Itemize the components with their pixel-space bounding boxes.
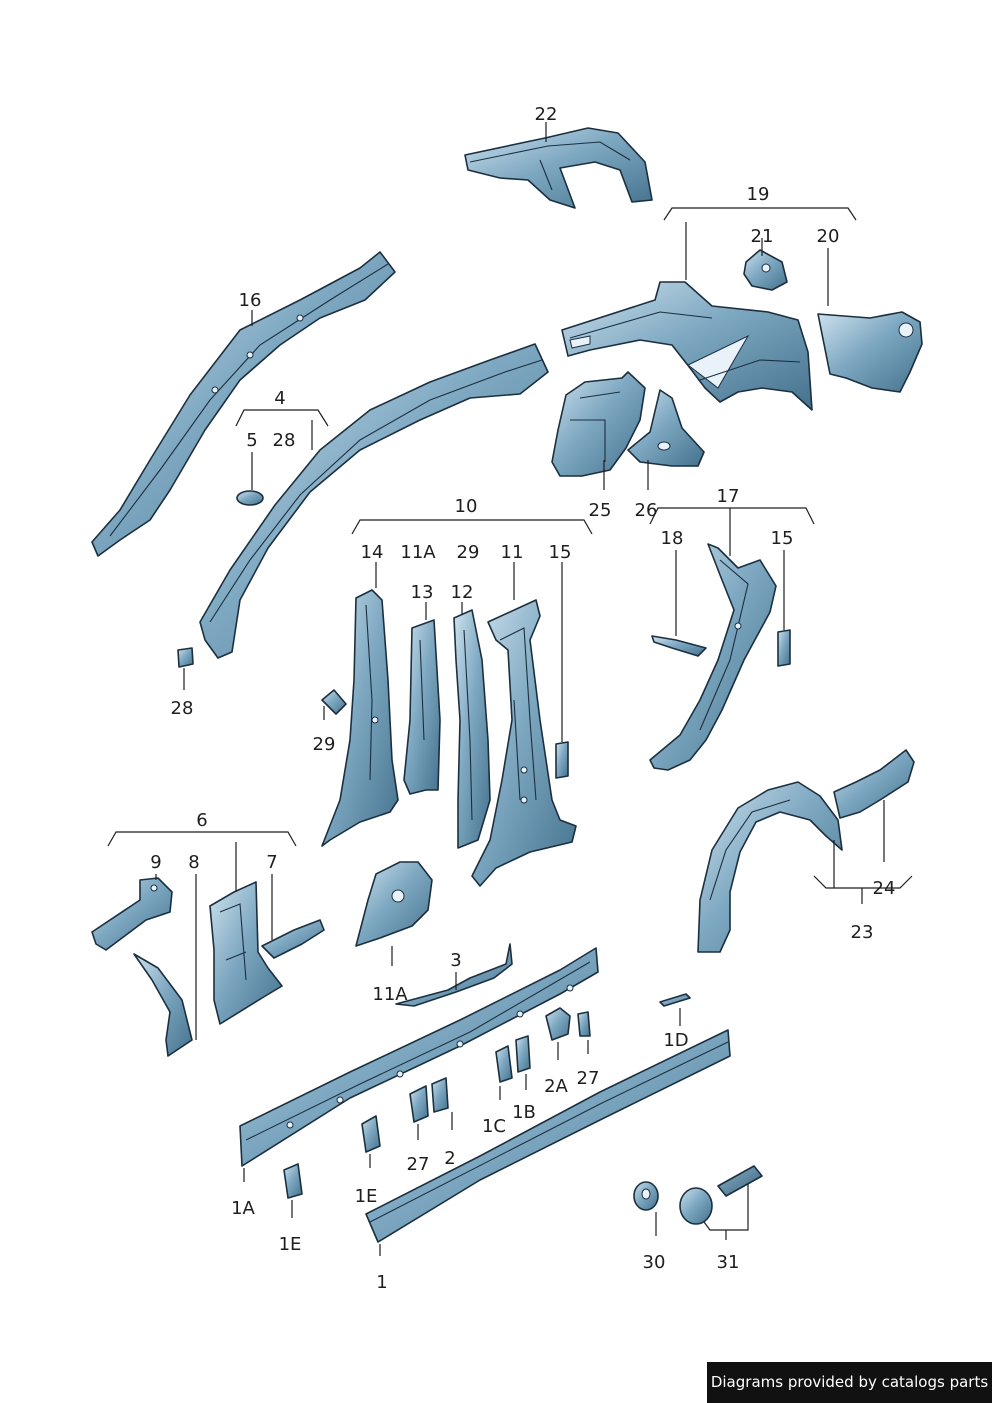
- part-15-clip-left: [555, 741, 569, 779]
- part-24-wheelarch-panel: [833, 749, 915, 819]
- callout-20: 20: [817, 226, 840, 247]
- callout-26: 26: [635, 500, 658, 521]
- part-30-nut: [633, 1181, 659, 1211]
- callout-25: 25: [589, 500, 612, 521]
- callout-24: 24: [873, 878, 896, 899]
- part-23-wheelarch: [697, 781, 843, 953]
- part-5-plug: [236, 490, 264, 506]
- part-1D-plate: [659, 993, 691, 1007]
- callout-7: 7: [266, 852, 277, 873]
- callout-13: 13: [411, 582, 434, 603]
- part-1B-plate: [515, 1035, 531, 1073]
- part-9-bracket: [91, 877, 173, 951]
- part-1A-sill-reinforcement: [239, 947, 599, 1167]
- part-7-tab: [261, 919, 325, 959]
- callout-21: 21: [751, 226, 774, 247]
- callout-4: 4: [274, 388, 285, 409]
- callout-1E-lower: 1E: [279, 1234, 302, 1255]
- credit-banner: Diagrams provided by catalogs parts: [707, 1362, 992, 1403]
- callout-12: 12: [451, 582, 474, 603]
- callout-1B: 1B: [512, 1102, 536, 1123]
- part-2-plate: [431, 1077, 449, 1113]
- callout-labels: 22 19 21 20 16 4 5 28 28 10 14 11A 29 11…: [150, 104, 895, 1293]
- part-21-bracket: [743, 249, 788, 291]
- callout-8: 8: [188, 852, 199, 873]
- callout-18: 18: [661, 528, 684, 549]
- callout-6: 6: [196, 810, 207, 831]
- callout-11A: 11A: [372, 984, 408, 1005]
- part-6-pillar-section: [209, 881, 283, 1025]
- callout-19: 19: [747, 184, 770, 205]
- callout-1: 1: [376, 1272, 387, 1293]
- callout-29-top: 29: [457, 542, 480, 563]
- part-15-clip-right: [777, 629, 791, 667]
- callout-5: 5: [246, 430, 257, 451]
- callout-17: 17: [717, 486, 740, 507]
- callout-27-left: 27: [407, 1154, 430, 1175]
- callout-29: 29: [313, 734, 336, 755]
- callout-1D: 1D: [663, 1030, 688, 1051]
- part-18-strip: [651, 635, 707, 657]
- part-22-roof-frame: [464, 127, 653, 209]
- callout-1E: 1E: [355, 1186, 378, 1207]
- part-1E-plate-lower: [283, 1163, 303, 1199]
- part-27-plate-b: [409, 1085, 429, 1123]
- callout-22: 22: [535, 104, 558, 125]
- part-11-b-pillar: [471, 599, 577, 887]
- part-27-plate-a: [577, 1011, 591, 1037]
- callout-14: 14: [361, 542, 384, 563]
- part-1-sill: [365, 1029, 731, 1243]
- part-20-inner-panel: [817, 311, 923, 393]
- callout-10: 10: [455, 496, 478, 517]
- part-1C-plate: [495, 1045, 513, 1083]
- part-17-c-pillar: [649, 543, 777, 771]
- part-26-bracket: [627, 389, 705, 467]
- callout-2A: 2A: [544, 1076, 568, 1097]
- part-8-brace: [133, 953, 193, 1057]
- callout-11: 11: [501, 542, 524, 563]
- callout-9: 9: [150, 852, 161, 873]
- part-25-bracket: [551, 371, 646, 477]
- part-2A-plate: [545, 1007, 571, 1041]
- callout-23: 23: [851, 922, 874, 943]
- part-19-quarter-panel: [561, 281, 813, 411]
- part-31-bolt-set: [679, 1165, 763, 1225]
- part-3-strip: [395, 943, 513, 1007]
- callout-15-left: 15: [549, 542, 572, 563]
- part-29-grommet: [321, 689, 347, 715]
- callout-31: 31: [717, 1252, 740, 1273]
- callout-11A-top: 11A: [400, 542, 436, 563]
- callout-1C: 1C: [482, 1116, 506, 1137]
- callout-1A: 1A: [231, 1198, 255, 1219]
- part-11A-bracket: [355, 861, 433, 947]
- part-28-side-rail: [199, 343, 549, 659]
- callout-28-top: 28: [273, 430, 296, 451]
- callout-30: 30: [643, 1252, 666, 1273]
- part-16-roof-rail: [91, 251, 396, 557]
- part-1E-plate: [361, 1115, 381, 1153]
- callout-15-right: 15: [771, 528, 794, 549]
- part-13-pillar-reinforcement: [403, 619, 441, 795]
- leader-lines: [107, 122, 913, 1256]
- callout-3: 3: [450, 950, 461, 971]
- callout-28-bottom: 28: [171, 698, 194, 719]
- callout-2: 2: [444, 1148, 455, 1169]
- callout-16: 16: [239, 290, 262, 311]
- callout-27-right: 27: [577, 1068, 600, 1089]
- part-14-pillar: [321, 589, 399, 847]
- part-12-pillar-inner: [453, 609, 491, 849]
- part-28-clip: [177, 647, 194, 668]
